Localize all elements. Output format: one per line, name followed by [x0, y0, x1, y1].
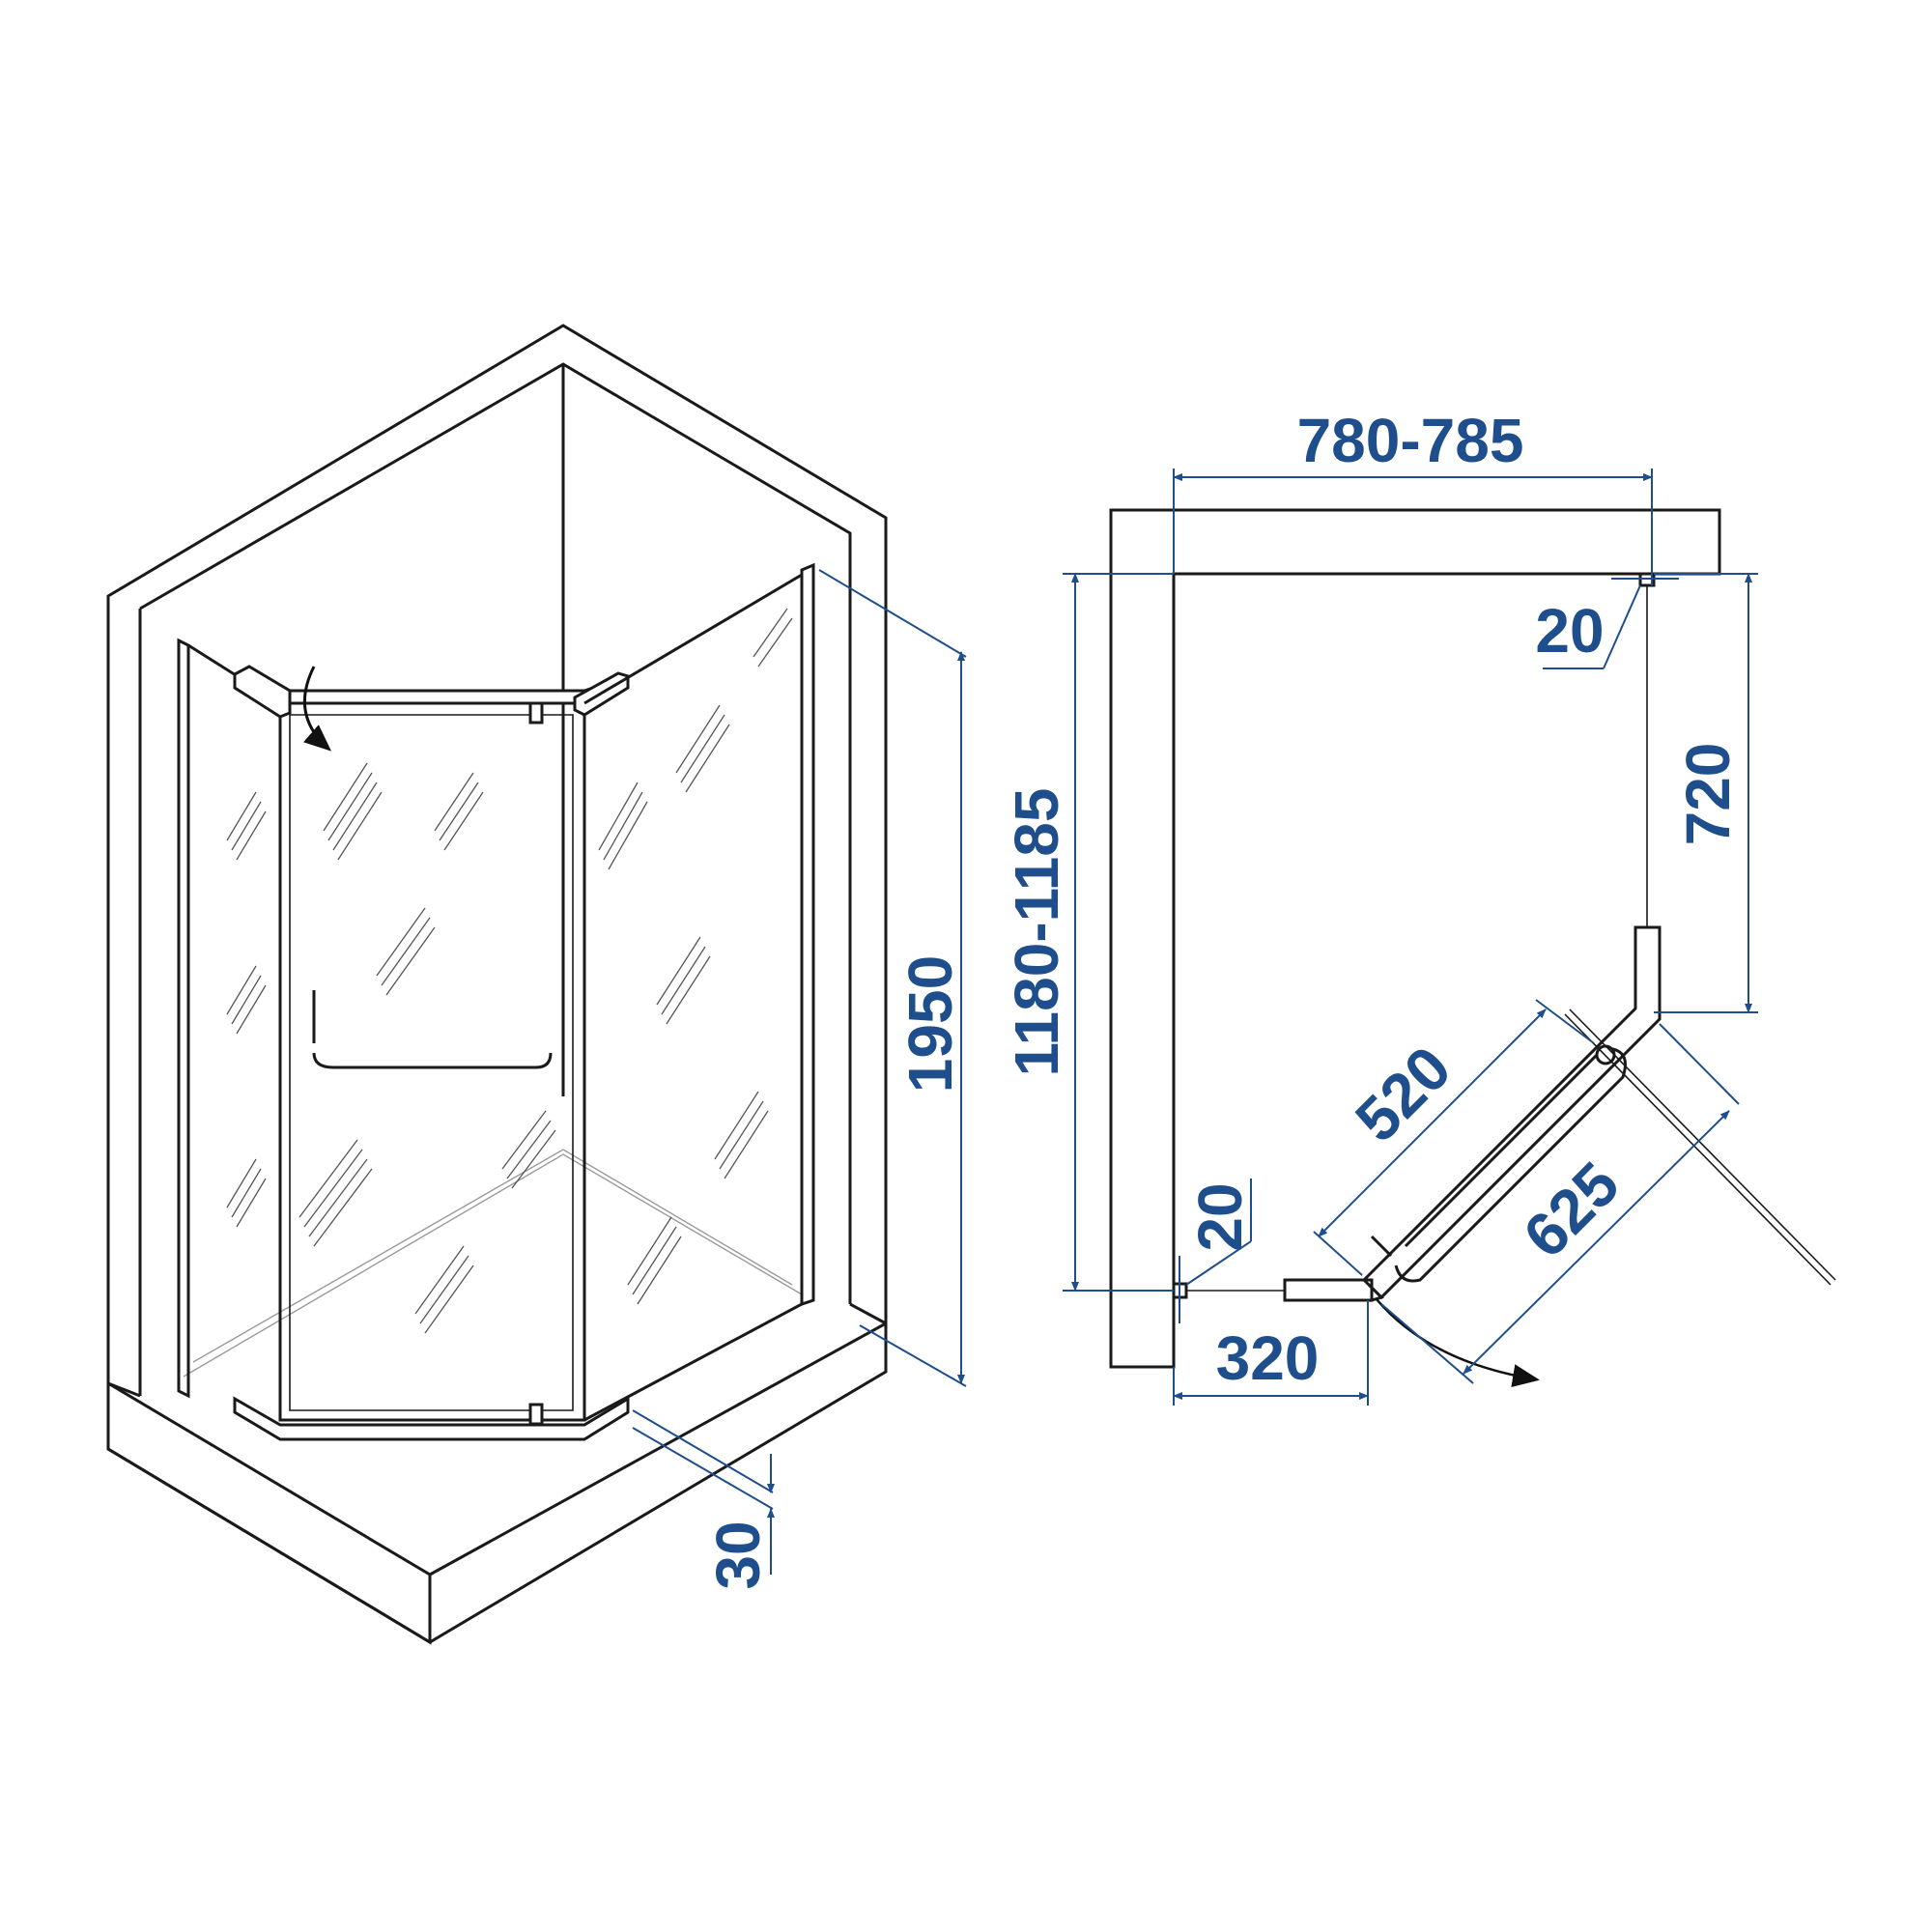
dim-door-line	[1318, 1009, 1547, 1237]
dim-door-ext-a	[1313, 1231, 1363, 1276]
dim-swing-line	[1463, 1110, 1730, 1375]
isometric-view: 1950 30	[106, 324, 967, 1645]
top-pivot	[528, 701, 544, 724]
plan-corner-joint	[1360, 1278, 1384, 1303]
dim-swing-ext-a	[1380, 1303, 1474, 1384]
plan-open-door	[1564, 1013, 1832, 1286]
door-top-bracket-left	[233, 665, 292, 719]
door-handle	[312, 1052, 553, 1069]
glass-hatching	[226, 608, 793, 1334]
dim-bottom-label: 320	[1216, 1323, 1320, 1393]
plan-swing-arrow	[1376, 1298, 1540, 1387]
dim-tray-ext-top	[632, 1409, 774, 1493]
plan-bottom-profile	[1283, 1278, 1374, 1302]
base-front	[106, 1381, 432, 1645]
right-panel-frame	[800, 562, 815, 1307]
plan-view: 780-785 20 720 1180-1185 20 320 520	[1002, 406, 1836, 1406]
dim-topgap-leader	[1603, 584, 1641, 669]
tray-outline	[183, 1149, 803, 1378]
dim-door-label: 520	[1342, 1033, 1463, 1154]
dim-swing-ext-b	[1659, 1023, 1740, 1105]
door-swing-arrow	[302, 666, 332, 752]
plan-handle-stub	[1370, 1235, 1393, 1258]
plan-open-door-b	[1569, 1009, 1836, 1281]
dim-door-ext-b	[1535, 999, 1595, 1044]
back-wall-outer	[106, 324, 888, 1644]
dim-tray-label: 30	[703, 1520, 773, 1589]
dim-height-ext-bottom	[859, 1324, 967, 1387]
door-top-bar	[234, 674, 629, 705]
door-frame	[278, 701, 586, 1422]
dim-tray-ext-bottom	[632, 1427, 774, 1510]
dim-depth-label: 1180-1185	[1002, 788, 1071, 1077]
left-panel-frame	[177, 638, 190, 1399]
door-frame-inner	[289, 714, 574, 1411]
dim-sidegap-leader	[1185, 1240, 1252, 1286]
dim-sidegap-label: 20	[1185, 1182, 1255, 1251]
dim-height-label: 1950	[895, 955, 965, 1093]
back-wall-inner	[139, 362, 852, 1304]
door-bottom-bar	[233, 1396, 630, 1441]
bottom-pivot	[528, 1403, 544, 1426]
dim-topgap-label: 20	[1535, 596, 1604, 666]
dim-swing-label: 625	[1510, 1149, 1632, 1270]
left-panel-edge	[187, 643, 282, 1410]
right-panel-edge	[583, 572, 804, 1422]
dim-width-label: 780-785	[1297, 406, 1524, 475]
dim-side-label: 720	[1673, 743, 1743, 846]
dim-height-ext-top	[818, 569, 967, 658]
